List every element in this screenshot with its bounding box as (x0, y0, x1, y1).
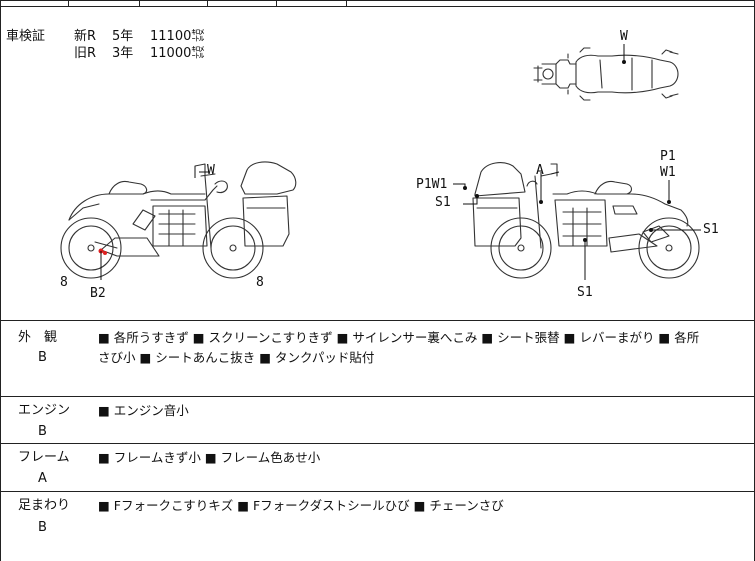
condition-note-line: ■ 各所うすきず ■ スクリーンこすりきず ■ サイレンサー裏へこみ ■ シート… (98, 330, 700, 345)
mark-left-rear-wheel: 8 (256, 275, 264, 290)
left-border (0, 0, 1, 561)
inspection-row-odometer: 11100㌖ (150, 29, 205, 44)
motorcycle-right-view (453, 162, 701, 280)
mark-right-p1: P1 (660, 149, 676, 164)
condition-note-line: さび小 ■ シートあんこ抜き ■ タンクパッド貼付 (98, 350, 375, 365)
condition-grade: B (38, 424, 47, 439)
inspection-row-years: 3年 (112, 46, 134, 61)
inspection-row-odometer: 11000㌖ (150, 46, 205, 61)
condition-category: 足まわり (18, 498, 71, 513)
mark-right-s1-engine: S1 (577, 285, 593, 300)
header-cell-divider (346, 0, 347, 6)
inspection-label: 車検証 (6, 29, 46, 44)
row-divider (0, 491, 755, 492)
header-cell-divider (68, 0, 69, 6)
mark-right-s1-muffler: S1 (703, 222, 719, 237)
row-divider (0, 443, 755, 444)
table-top-border (0, 0, 755, 1)
condition-note-line: ■ Fフォークこすりキズ ■ Fフォークダストシールひび ■ チェーンさび (98, 498, 504, 513)
inspection-row-era: 新R (74, 29, 97, 44)
condition-category: エンジン (18, 403, 71, 418)
condition-grade: B (38, 350, 47, 365)
mark-left-b2: B2 (90, 286, 106, 301)
header-bottom-border (0, 6, 755, 7)
condition-category: 外 観 (18, 330, 58, 345)
condition-note-line: ■ エンジン音小 (98, 403, 189, 418)
header-cell-divider (139, 0, 140, 6)
inspection-row-years: 5年 (112, 29, 134, 44)
header-cell-divider (276, 0, 277, 6)
condition-grade: A (38, 471, 47, 486)
condition-category: フレーム (18, 450, 70, 465)
mark-right-s1-windshield: S1 (435, 195, 451, 210)
diagram-bottom-border (0, 320, 755, 321)
mark-right-p1w1: P1W1 (416, 177, 448, 192)
mark-right-a: A (536, 163, 544, 178)
motorcycle-left-view (60, 161, 297, 280)
condition-note-line: ■ フレームきず小 ■ フレーム色あせ小 (98, 450, 321, 465)
header-cell-divider (207, 0, 208, 6)
mark-left-front-wheel: 8 (60, 275, 68, 290)
motorcycle-top-view (533, 44, 679, 101)
mark-top-w: W (620, 29, 628, 44)
row-divider (0, 396, 755, 397)
condition-grade: B (38, 520, 47, 535)
mark-left-w: W (207, 163, 215, 178)
mark-right-w1: W1 (660, 165, 676, 180)
inspection-row-era: 旧R (74, 46, 97, 61)
